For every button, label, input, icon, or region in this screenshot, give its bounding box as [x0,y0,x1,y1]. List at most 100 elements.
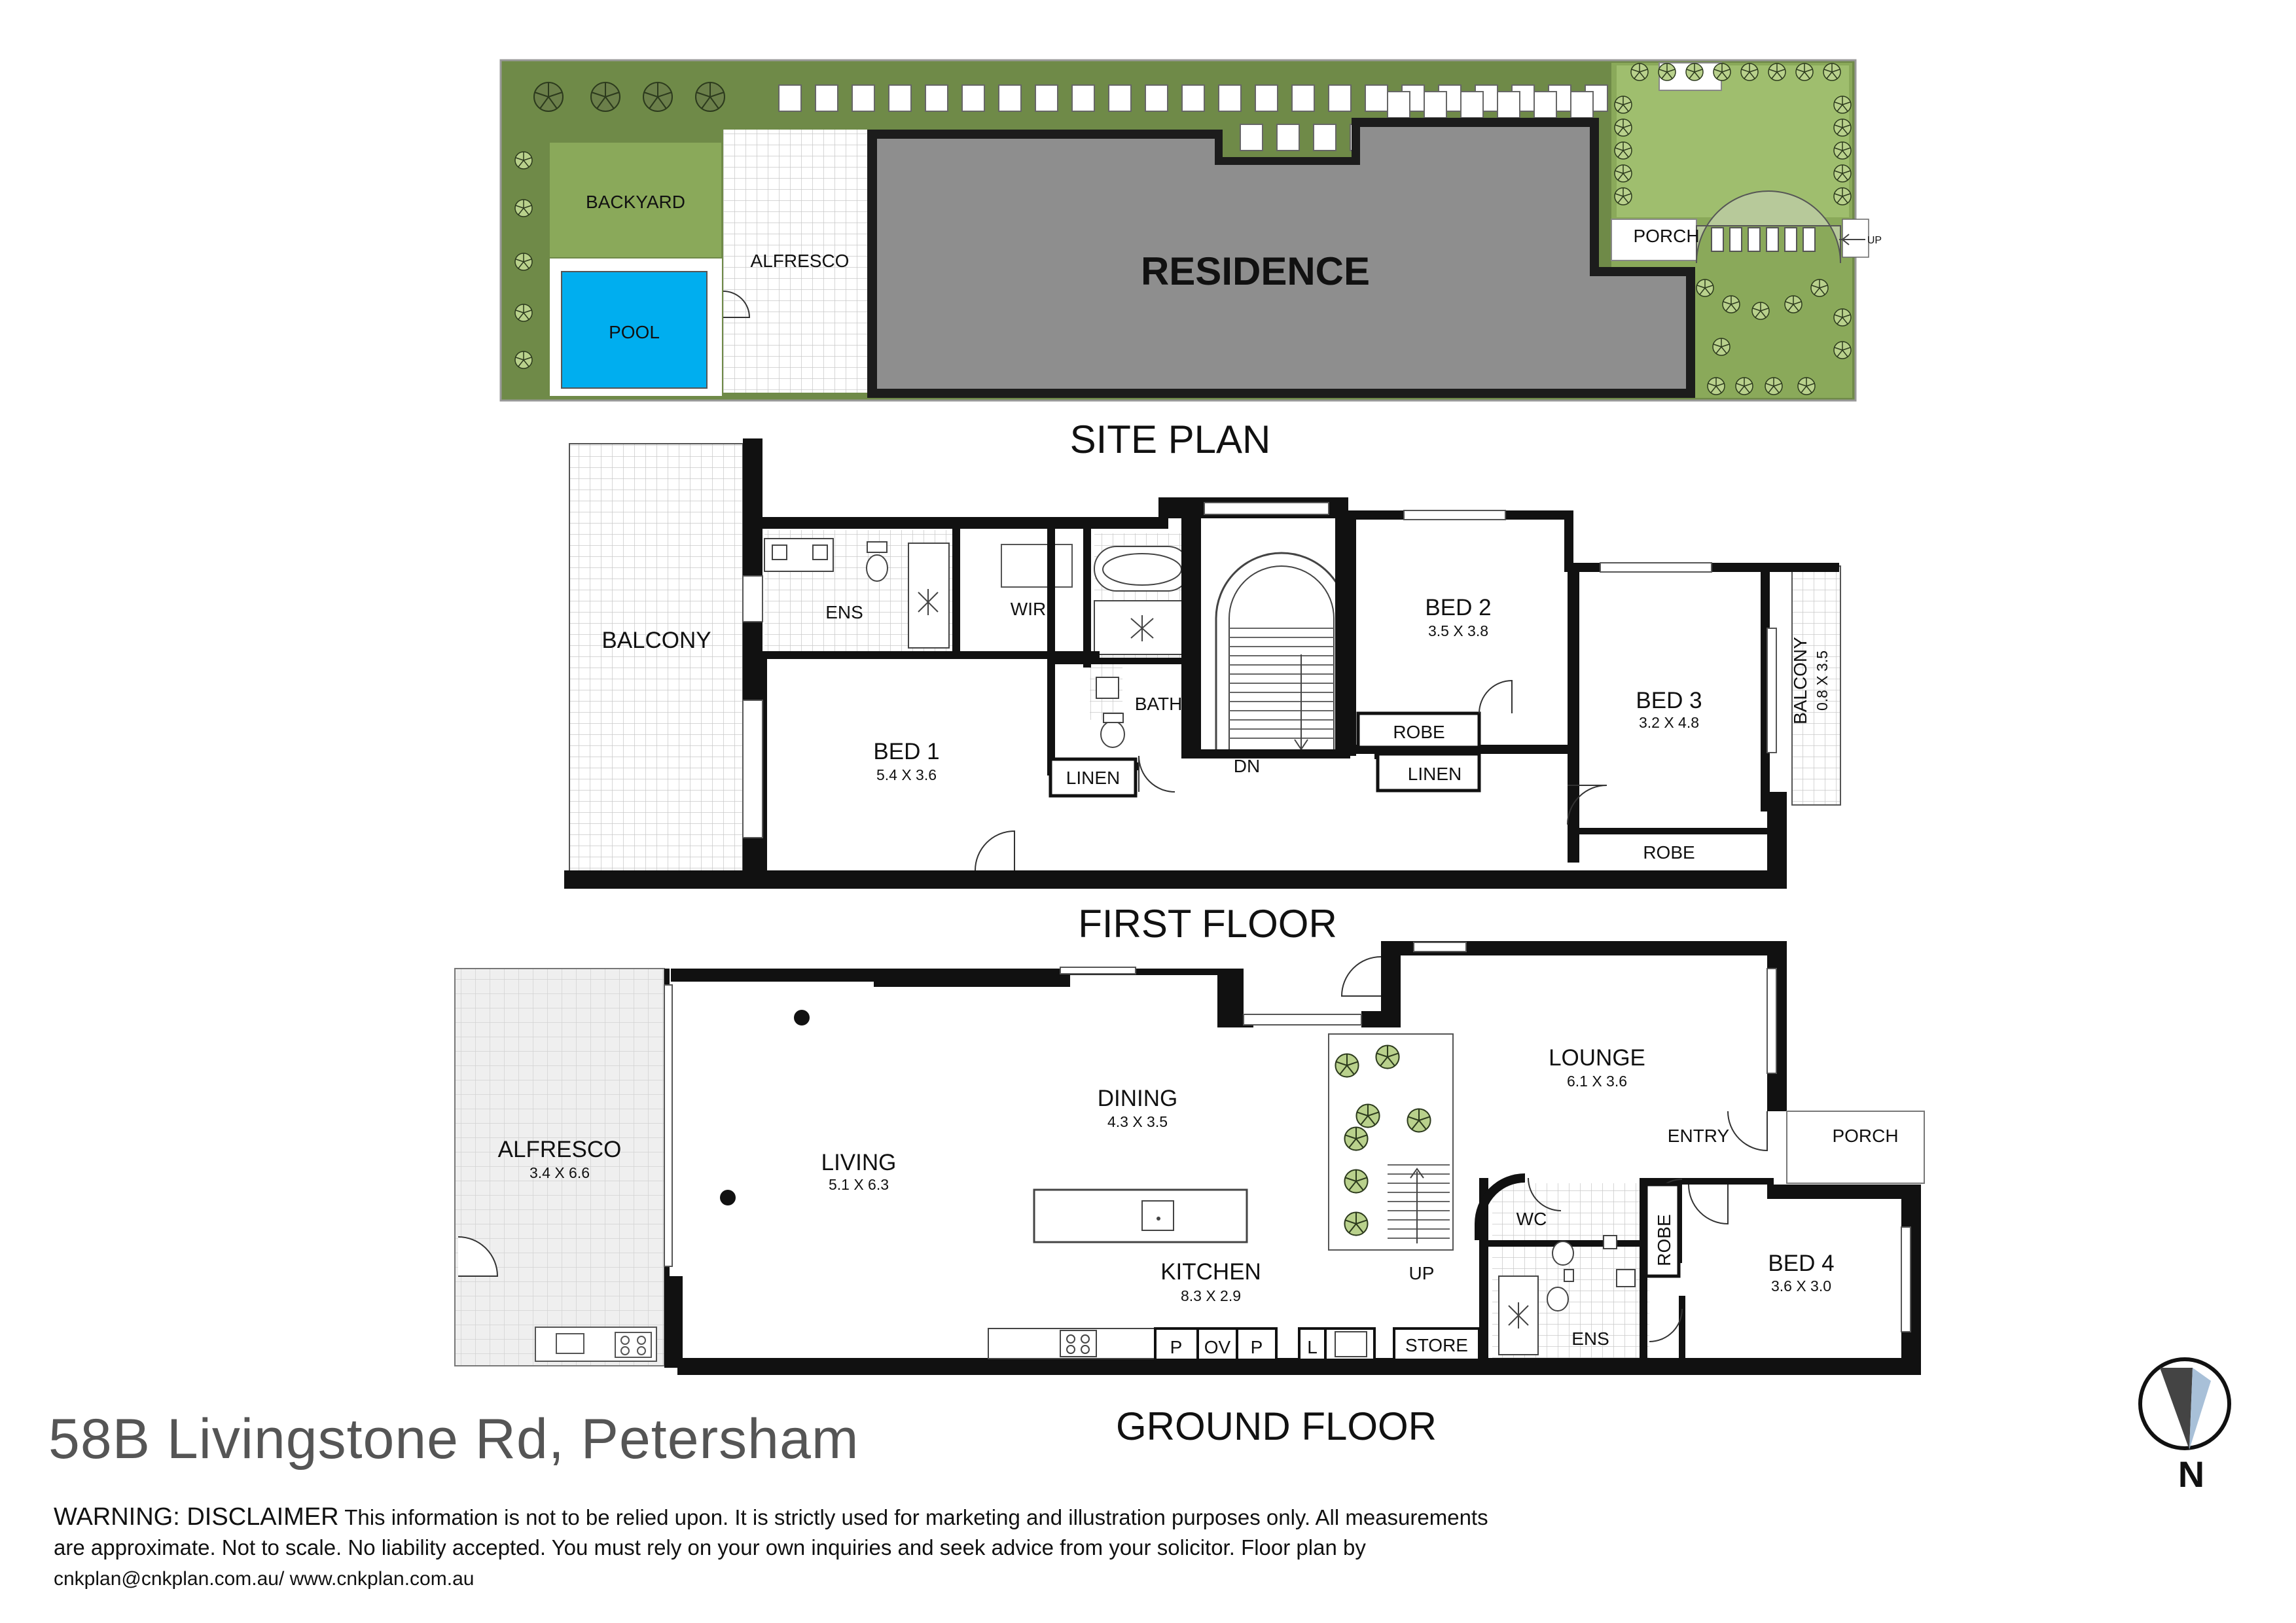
disclaimer-title: WARNING: DISCLAIMER [54,1503,339,1531]
shrub-icon [1751,302,1770,320]
shrub-icon [514,199,533,217]
shrub-icon [514,304,533,322]
paver [778,84,802,112]
paver [852,84,875,112]
paver [1035,84,1058,112]
gf-store-label: STORE [1405,1335,1468,1355]
shrub-icon [1833,187,1852,205]
gf-pantry2-label: P [1251,1337,1263,1357]
ff-balcony-label: BALCONY [601,628,711,653]
shrub-icon [1823,63,1841,81]
shrub-icon [1833,118,1852,137]
shrub-icon [1833,308,1852,327]
gf-oven-label: OV [1204,1337,1231,1357]
shrub-icon [1784,295,1803,313]
porch-step [1729,227,1742,252]
ground-floor-heading: GROUND FLOOR [1116,1404,1437,1448]
first-floor: BALCONY ENS WIR BATH BED 1 5.4 X 3.6 LIN… [564,438,1841,946]
paver [1108,84,1132,112]
disclaimer: WARNING: DISCLAIMER This information is … [54,1502,1494,1594]
gf-alfresco-size: 3.4 X 6.6 [529,1164,590,1181]
ff-linen1-label: LINEN [1066,768,1120,788]
planter-shrub-icon [1335,1053,1359,1078]
gf-entry-label: ENTRY [1668,1126,1730,1146]
shrub-icon [514,351,533,369]
paver [1218,84,1242,112]
planter-shrub-icon [1344,1211,1369,1236]
ff-bed3-size: 3.2 X 4.8 [1639,714,1699,731]
ff-bed3-label: BED 3 [1636,688,1702,713]
gf-lounge-label: LOUNGE [1549,1045,1645,1071]
ff-bath-label: BATH [1135,694,1183,714]
gf-living-size: 5.1 X 6.3 [829,1176,889,1193]
front-lawn-inner [1617,65,1849,217]
site-residence-label: RESIDENCE [1141,249,1370,293]
ff-robe3-label: ROBE [1643,842,1695,863]
gf-kitchen-label: KITCHEN [1160,1259,1261,1285]
shrub-icon [1810,279,1829,297]
paver [1424,91,1447,118]
porch-step [1766,227,1779,252]
site-alfresco [723,130,867,393]
planter-shrub-icon [1344,1126,1369,1151]
paver [1387,91,1410,118]
shrub-icon [1833,96,1852,114]
ff-bed1-size: 5.4 X 3.6 [876,766,937,783]
compass-label: N [2178,1454,2204,1495]
shrub-icon [1765,377,1783,395]
site-plan: BACKYARD POOL ALFRESCO RESIDENCE PORCH U… [499,59,1882,461]
paver [1145,84,1168,112]
ff-balcony2-label: BALCONY [1790,637,1810,724]
shrub-icon [1614,187,1632,205]
ff-balcony [569,443,744,873]
site-alfresco-label: ALFRESCO [751,251,850,271]
porch-step [1784,227,1797,252]
shrub-icon [1795,63,1814,81]
paver [925,84,948,112]
gf-dining-size: 4.3 X 3.5 [1107,1113,1168,1130]
shrub-icon [1740,63,1759,81]
gf-kitchen-size: 8.3 X 2.9 [1181,1287,1241,1304]
site-up-label: UP [1867,235,1882,246]
kitchen-island [1033,1188,1248,1243]
planter-shrub-icon [1407,1108,1431,1133]
ff-bed2-label: BED 2 [1425,595,1491,620]
porch-step [1803,227,1816,252]
ground-floor: ALFRESCO 3.4 X 6.6 LIVING 5.1 X 6.3 DINI… [454,941,1925,1448]
porch-step [1748,227,1761,252]
ff-bed2-size: 3.5 X 3.8 [1428,622,1488,639]
paver [815,84,838,112]
ff-robe2-label: ROBE [1393,722,1444,742]
disclaimer-text: This information is not to be relied upo… [54,1505,1488,1560]
gf-wc-label: WC [1516,1209,1547,1229]
shrub-icon [1614,164,1632,183]
paver [1460,91,1484,118]
north-arrow-icon: N [2138,1357,2231,1495]
gf-bed4-label: BED 4 [1768,1251,1834,1276]
ff-bed1-label: BED 1 [873,739,939,764]
paver [1534,91,1557,118]
shrub-icon [1833,141,1852,160]
shrub-icon [1658,63,1676,81]
shrub-icon [1707,377,1725,395]
shrub-icon [1833,341,1852,359]
paver [1255,84,1278,112]
site-pool-label: POOL [609,322,660,342]
shrub-icon [1797,377,1816,395]
shrub-icon [1630,63,1649,81]
ff-ens-label: ENS [825,602,863,622]
ff-wir-label: WIR [1011,599,1046,619]
paver [1313,124,1336,151]
gf-dining-label: DINING [1098,1086,1178,1111]
porch-step [1711,227,1724,252]
planter-shrub-icon [1344,1169,1369,1194]
shrub-icon [1614,141,1632,160]
ff-stair-dn-label: DN [1234,756,1260,776]
gf-stair-up-label: UP [1409,1263,1435,1283]
shrub-icon [514,253,533,271]
shrub-icon [1722,295,1740,313]
shrub-icon [1833,164,1852,183]
gf-pantry1-label: P [1170,1337,1183,1357]
gf-porch-label: PORCH [1832,1126,1898,1146]
